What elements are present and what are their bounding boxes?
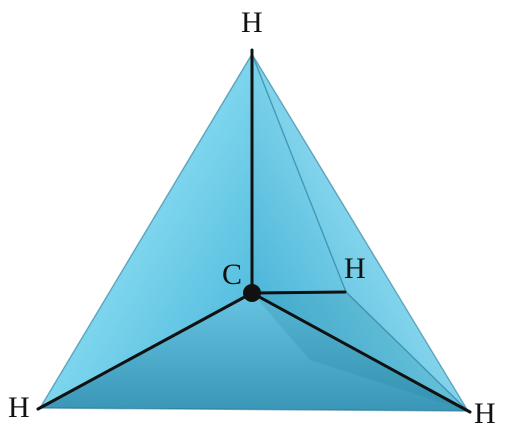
carbon-label: C xyxy=(222,258,243,291)
hydrogen-label-back-right: H xyxy=(344,252,366,285)
edge-top-right xyxy=(251,53,469,412)
edge-back-right xyxy=(345,291,469,412)
bond-c-h-bottom-right xyxy=(250,291,472,414)
edge-bottom xyxy=(39,407,469,412)
hydrogen-label-top: H xyxy=(241,6,263,39)
edge-back-top xyxy=(251,53,347,293)
bond-c-h-back-right xyxy=(250,290,347,295)
hydrogen-label-bottom-left: H xyxy=(8,391,30,424)
tetrahedron-faces xyxy=(40,54,468,411)
bond-c-h-bottom-left xyxy=(36,291,254,411)
carbon-atom xyxy=(243,284,261,302)
edge-top-left xyxy=(39,53,253,409)
hydrogen-label-bottom-right: H xyxy=(474,397,496,430)
chemical-bonds xyxy=(36,48,472,414)
tetrahedron-bottom-face xyxy=(40,293,468,411)
tetrahedron-edges xyxy=(39,53,469,412)
